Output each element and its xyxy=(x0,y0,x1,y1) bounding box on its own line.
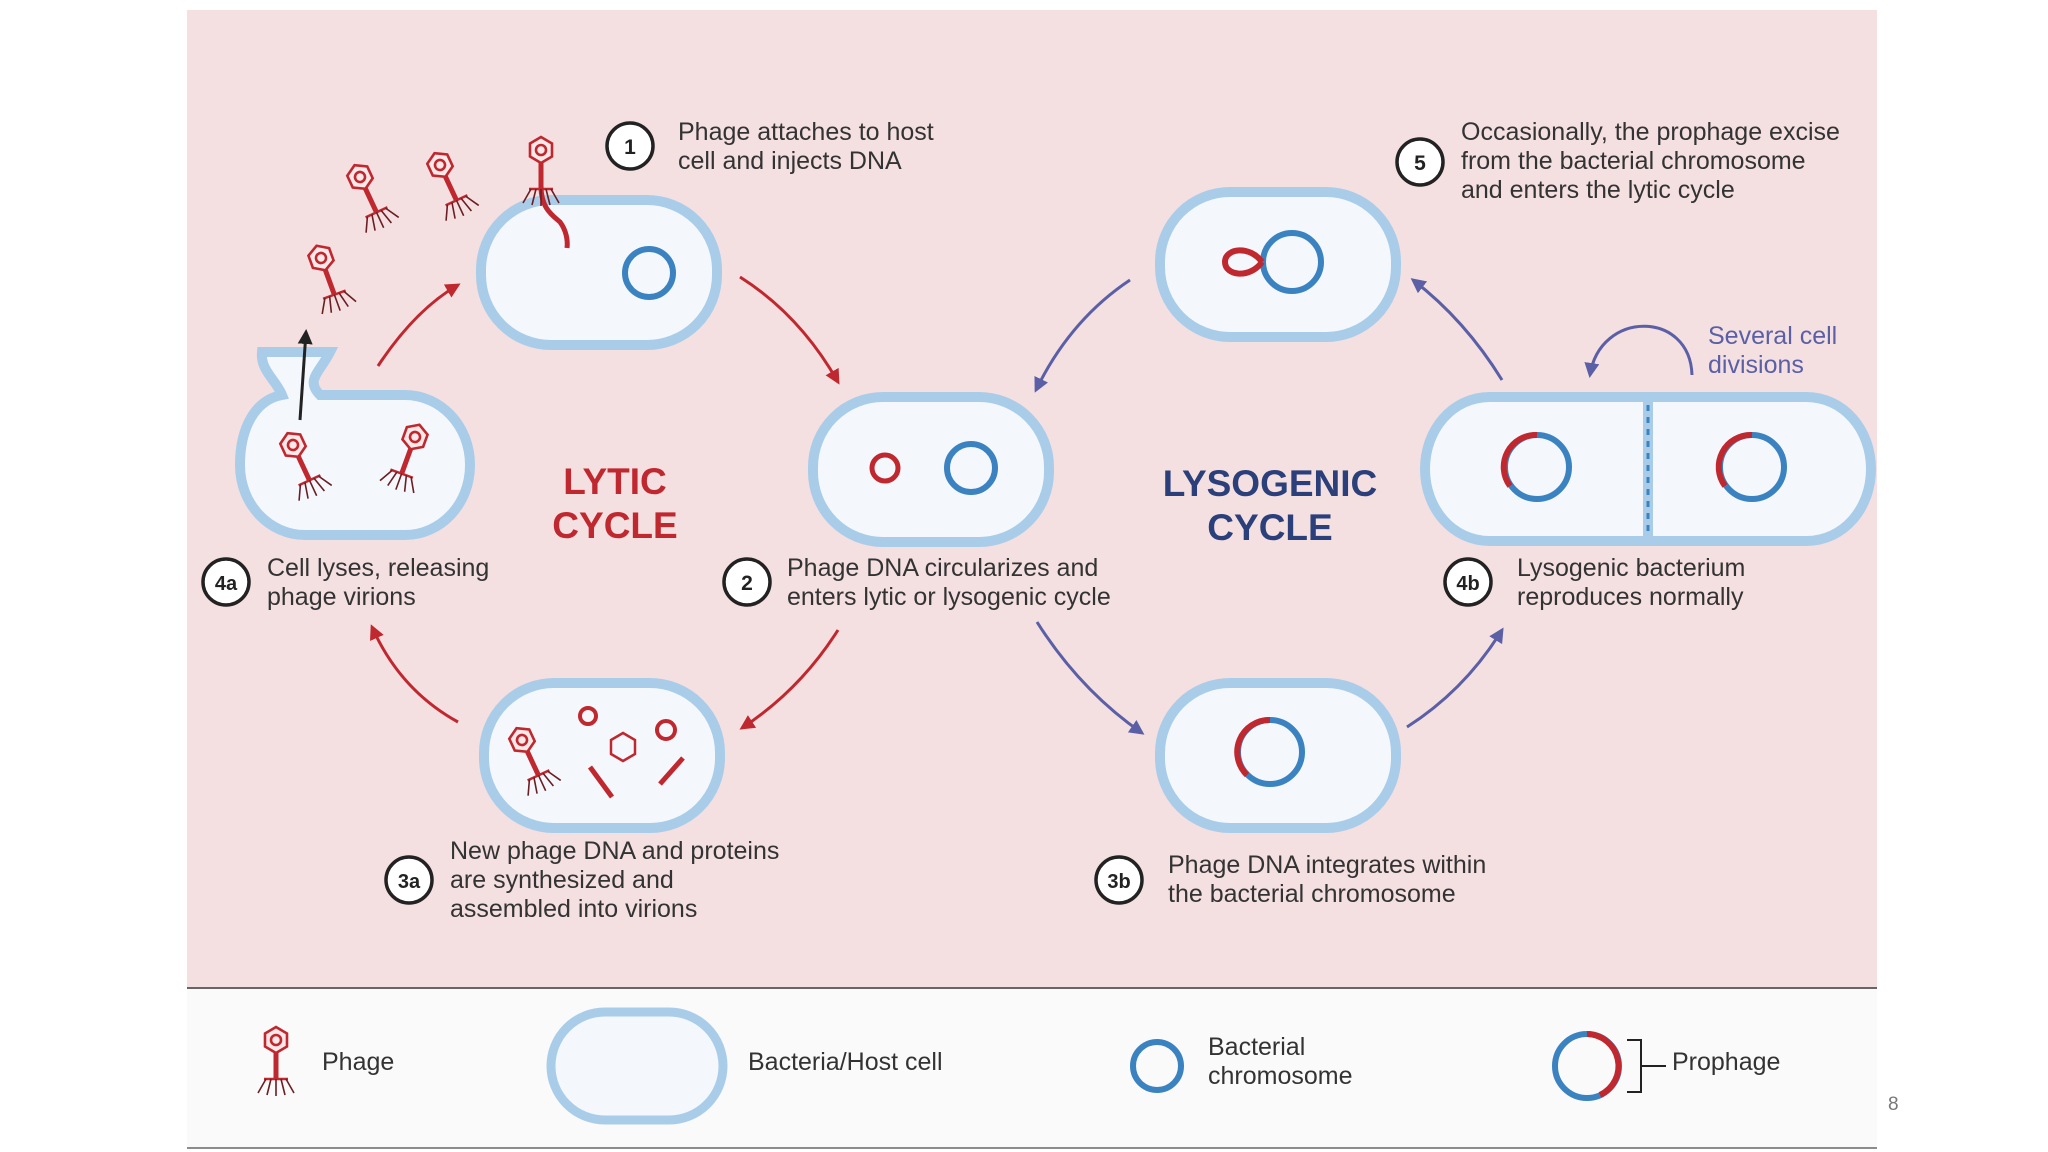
integrated-prophage xyxy=(1234,716,1271,778)
step-3b-caption: Phage DNA integrates within the bacteria… xyxy=(1168,851,1487,908)
step-4b-caption: Lysogenic bacterium reproduces normally xyxy=(1517,554,1746,611)
lytic-cycle-title: LYTIC CYCLE xyxy=(552,461,678,546)
page-number: 8 xyxy=(1888,1094,1899,1115)
cell-step-5 xyxy=(1155,187,1401,342)
step-marker-5: 5 xyxy=(1395,137,1445,187)
step-1-caption: Phage attaches to host cell and injects … xyxy=(678,118,934,175)
legend-host-cell-label: Bacteria/Host cell xyxy=(748,1048,943,1076)
integrated-prophage xyxy=(1715,431,1753,488)
injected-phage-dna xyxy=(538,185,570,249)
lysogenic-cycle-title: LYSOGENIC CYCLE xyxy=(1162,463,1378,548)
legend-background xyxy=(187,988,1877,1148)
bacterial-chromosome xyxy=(944,441,998,495)
legend-prophage-icon xyxy=(1552,1031,1666,1101)
step-marker-4b: 4b xyxy=(1443,557,1493,607)
svg-text:1: 1 xyxy=(624,136,636,159)
arrow-5-to-2 xyxy=(1034,278,1131,393)
tail-protein xyxy=(658,756,685,786)
capsid-protein xyxy=(609,731,637,763)
step-marker-4a: 4a xyxy=(201,557,251,607)
circular-phage-dna xyxy=(869,452,901,484)
step-marker-3a: 3a xyxy=(384,855,434,905)
svg-text:4a: 4a xyxy=(215,573,238,595)
step-marker-1: 1 xyxy=(605,121,655,171)
cell-step-4b xyxy=(1419,324,1877,546)
arrow-4a-to-1 xyxy=(376,283,461,367)
tail-protein xyxy=(587,765,615,799)
cell-step-3a xyxy=(479,678,725,833)
cell-step-2 xyxy=(808,392,1054,547)
legend-chromosome-label: Bacterial chromosome xyxy=(1208,1033,1353,1090)
integrated-prophage xyxy=(1500,431,1538,488)
bacterial-chromosome xyxy=(1260,230,1324,294)
excising-prophage xyxy=(1221,247,1265,277)
release-arrow xyxy=(297,329,313,421)
step-3a-caption: New phage DNA and proteins are synthesiz… xyxy=(450,837,780,923)
svg-text:3b: 3b xyxy=(1107,871,1130,893)
step-marker-2: 2 xyxy=(722,557,772,607)
phage-dna-copy xyxy=(578,706,598,726)
arrow-1-to-2 xyxy=(739,275,840,385)
step-2-caption: Phage DNA circularizes and enters lytic … xyxy=(787,554,1111,611)
legend-chromosome-icon xyxy=(1130,1039,1184,1093)
phage-dna-copy xyxy=(655,719,677,741)
cell-step-1 xyxy=(476,185,722,350)
svg-text:4b: 4b xyxy=(1456,573,1479,595)
svg-text:2: 2 xyxy=(741,572,753,595)
cell-step-3b xyxy=(1155,678,1401,833)
legend-prophage-label: Prophage xyxy=(1672,1048,1781,1076)
step-marker-3b: 3b xyxy=(1094,855,1144,905)
legend-phage-label: Phage xyxy=(322,1048,395,1076)
cell-divisions-label: Several cell divisions xyxy=(1708,322,1838,379)
bacterial-chromosome xyxy=(622,246,676,300)
arrow-2-to-3b xyxy=(1035,621,1145,735)
legend-host-cell-icon xyxy=(546,1007,728,1125)
arrow-3a-to-4a xyxy=(370,624,459,724)
cell-divisions-arrow xyxy=(1584,324,1694,378)
arrow-3b-to-4b xyxy=(1406,627,1504,729)
svg-text:3a: 3a xyxy=(398,871,421,893)
arrow-2-to-3a xyxy=(739,629,840,730)
svg-text:5: 5 xyxy=(1414,152,1426,175)
step-5-caption: Occasionally, the prophage excise from t… xyxy=(1461,118,1840,204)
step-4a-caption: Cell lyses, releasing phage virions xyxy=(267,554,490,611)
arrow-4b-to-5 xyxy=(1410,278,1504,381)
